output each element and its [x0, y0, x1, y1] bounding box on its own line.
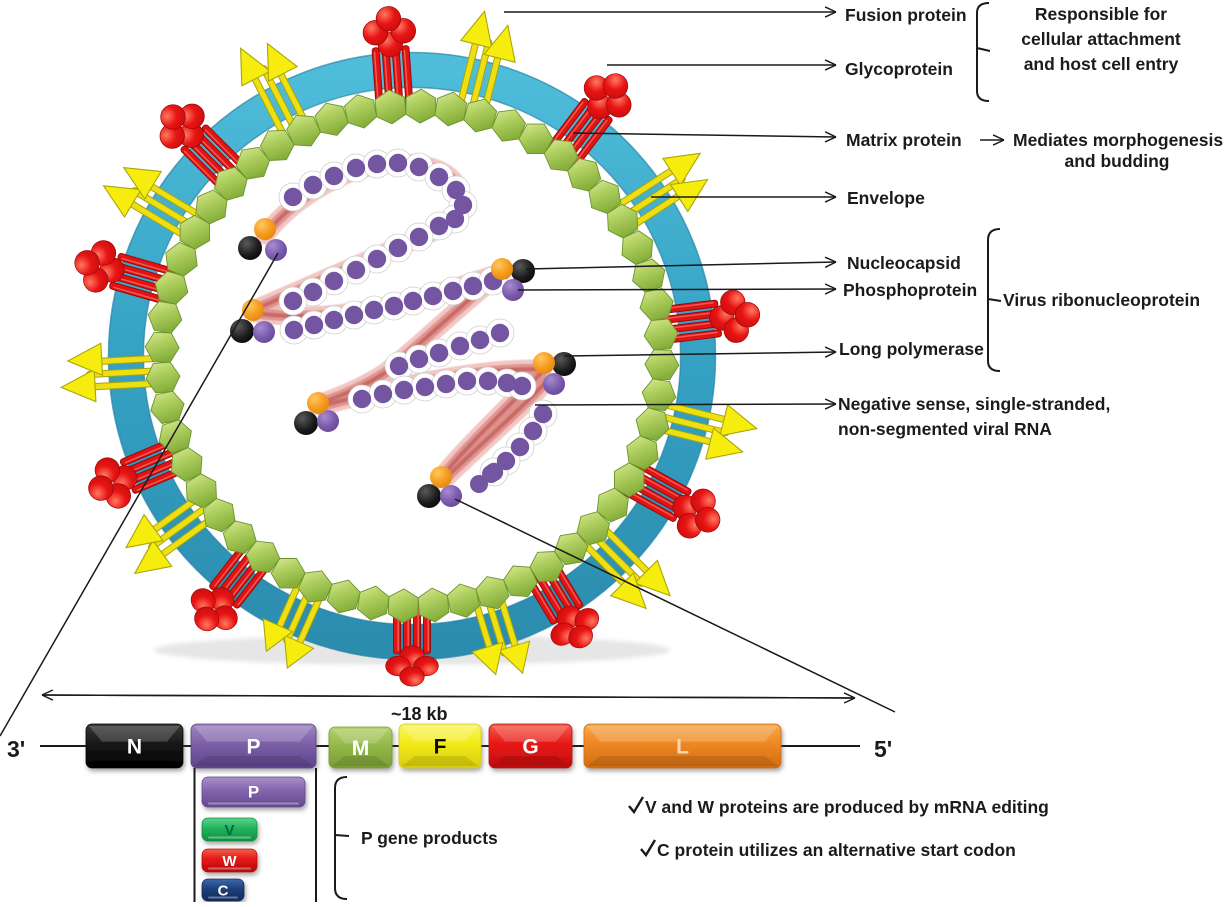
svg-text:Matrix protein: Matrix protein [846, 130, 962, 150]
svg-text:P: P [246, 736, 260, 759]
svg-text:Long polymerase: Long polymerase [839, 339, 984, 359]
svg-text:5': 5' [874, 736, 892, 762]
svg-text:P gene products: P gene products [361, 828, 498, 848]
svg-text:Fusion protein: Fusion protein [845, 5, 967, 25]
svg-text:Nucleocapsid: Nucleocapsid [847, 253, 961, 273]
svg-text:Negative sense, single-strande: Negative sense, single-stranded, [838, 394, 1110, 414]
svg-text:3': 3' [7, 736, 25, 762]
svg-text:cellular attachment: cellular attachment [1021, 29, 1181, 49]
svg-text:Glycoprotein: Glycoprotein [845, 59, 953, 79]
svg-text:P: P [248, 783, 259, 802]
svg-text:F: F [434, 736, 447, 759]
svg-text:G: G [522, 736, 538, 759]
svg-text:C protein utilizes an alternat: C protein utilizes an alternative start … [657, 840, 1016, 860]
svg-text:Envelope: Envelope [847, 188, 925, 208]
svg-text:~18 kb: ~18 kb [391, 704, 448, 724]
svg-text:Phosphoprotein: Phosphoprotein [843, 280, 977, 300]
svg-text:V: V [224, 822, 234, 839]
svg-text:M: M [352, 737, 370, 760]
svg-text:L: L [676, 736, 689, 759]
svg-text:Responsible for: Responsible for [1035, 4, 1167, 24]
svg-text:Mediates morphogenesis: Mediates morphogenesis [1013, 130, 1223, 150]
svg-text:Virus ribonucleoprotein: Virus ribonucleoprotein [1003, 290, 1200, 310]
svg-text:non-segmented viral RNA: non-segmented viral RNA [838, 419, 1052, 439]
svg-text:N: N [127, 736, 142, 759]
svg-text:C: C [218, 883, 229, 900]
svg-text:W: W [222, 853, 237, 870]
svg-text:and host cell entry: and host cell entry [1024, 54, 1179, 74]
svg-text:V and W proteins are produced: V and W proteins are produced by mRNA ed… [645, 797, 1049, 817]
svg-text:and budding: and budding [1065, 151, 1170, 171]
